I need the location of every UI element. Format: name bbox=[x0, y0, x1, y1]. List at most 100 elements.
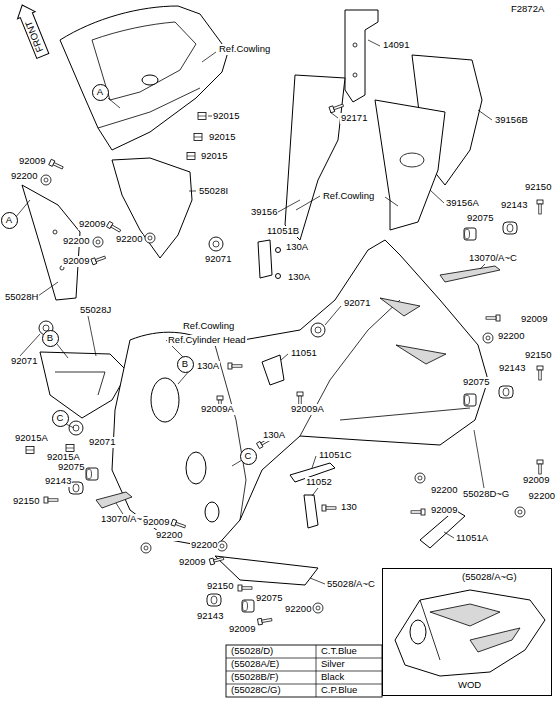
inset-fairing bbox=[395, 590, 545, 676]
callout-number: 92015A bbox=[14, 433, 49, 444]
callout-number: 130A bbox=[285, 242, 309, 253]
callout-number: 130A bbox=[196, 361, 220, 372]
reference-letter: C bbox=[57, 413, 64, 424]
callout-number: 92015 bbox=[208, 132, 236, 143]
callout-number: 55028D~G bbox=[462, 489, 510, 500]
callout-number: 92150 bbox=[12, 496, 40, 507]
table-cell: (55028A/E) bbox=[230, 659, 280, 670]
callout-number: 55028/A~C bbox=[326, 579, 376, 590]
callout-number: 92200 bbox=[62, 236, 90, 247]
decal bbox=[96, 492, 132, 508]
drawing-code: F2872A bbox=[510, 4, 545, 15]
reference-note: Ref.Cowling bbox=[218, 44, 271, 55]
callout-number: 55028H bbox=[4, 292, 39, 303]
callout-number: 39156 bbox=[250, 207, 278, 218]
callout-number: 11051C bbox=[318, 450, 353, 461]
reference-letter: B bbox=[182, 359, 188, 370]
fasteners bbox=[26, 102, 543, 625]
reference-letter: C bbox=[245, 451, 252, 462]
callout-number: 92009 bbox=[62, 256, 90, 267]
reference-letter: A bbox=[97, 87, 103, 98]
callout-number: 92009 bbox=[520, 314, 548, 325]
callout-number: 92075 bbox=[462, 377, 490, 388]
callout-number: 92071 bbox=[343, 298, 371, 309]
reference-circle: C bbox=[52, 410, 69, 427]
callout-number: 92150 bbox=[206, 581, 234, 592]
callout-number: 92075 bbox=[57, 462, 85, 473]
callout-number: 92075 bbox=[466, 213, 494, 224]
inset-box-outline bbox=[382, 568, 552, 696]
callout-number: 92009A bbox=[200, 404, 235, 415]
front-arrow: FRONT bbox=[13, 1, 51, 59]
leader-lines bbox=[15, 40, 492, 584]
callout-number: 92071 bbox=[10, 356, 38, 367]
callout-number: 92071 bbox=[88, 437, 116, 448]
reference-circle: C bbox=[240, 448, 257, 465]
callout-number: 92075 bbox=[255, 593, 283, 604]
lower-fairing bbox=[112, 240, 488, 548]
callout-number: 92009 bbox=[430, 505, 458, 516]
callout-number: 92200 bbox=[430, 485, 458, 496]
reference-circle: B bbox=[177, 356, 194, 373]
table-cell: C.P.Blue bbox=[320, 685, 358, 696]
callout-number: 92009 bbox=[78, 219, 106, 230]
callout-number: 39156A bbox=[445, 198, 480, 209]
callout-number: 92009 bbox=[228, 624, 256, 635]
callout-number: 92143 bbox=[500, 200, 528, 211]
callout-number: 55028J bbox=[79, 305, 112, 316]
callout-number: 11051 bbox=[290, 348, 318, 359]
reference-note: Ref.Cylinder Head bbox=[167, 335, 247, 346]
callout-number: 130 bbox=[340, 502, 358, 513]
reference-circle: A bbox=[1, 212, 18, 229]
side-piece bbox=[40, 352, 128, 418]
reference-note: Ref.Cowling bbox=[182, 321, 235, 332]
callout-number: 92200 bbox=[10, 171, 38, 182]
callout-number: 92009 bbox=[18, 156, 46, 167]
callout-number: 92009 bbox=[142, 517, 170, 528]
callout-number: 92143 bbox=[498, 363, 526, 374]
callout-number: 92200 bbox=[115, 234, 143, 245]
callout-number: 130A bbox=[287, 272, 311, 283]
callout-number: 92150 bbox=[524, 350, 552, 361]
variant-code: (55028/A~G) bbox=[462, 572, 517, 583]
callout-number: 92009 bbox=[178, 557, 206, 568]
table-cell: (55028B/F) bbox=[230, 672, 280, 683]
callout-number: 92200 bbox=[497, 331, 525, 342]
reference-letter: B bbox=[47, 333, 53, 344]
callout-number: 92143 bbox=[44, 476, 72, 487]
reference-letter: A bbox=[6, 215, 12, 226]
callout-number: 92143 bbox=[196, 611, 224, 622]
model-code: WOD bbox=[458, 680, 481, 691]
callout-number: 55028I bbox=[198, 186, 229, 197]
bracket bbox=[304, 495, 318, 528]
callout-number: 92200 bbox=[190, 540, 218, 551]
reference-note: Ref.Cowling bbox=[322, 191, 375, 202]
callout-number: 92009 bbox=[522, 475, 550, 486]
reference-circle: B bbox=[42, 330, 59, 347]
table-cell: Black bbox=[320, 672, 345, 683]
callout-number: 92200 bbox=[284, 604, 312, 615]
callout-number: 92015 bbox=[212, 111, 240, 122]
callout-number: 92071 bbox=[204, 254, 232, 265]
callout-number: 130A bbox=[262, 430, 286, 441]
callout-number: 92200 bbox=[155, 530, 183, 541]
callout-number: 92150 bbox=[524, 182, 552, 193]
color-table bbox=[226, 645, 382, 697]
callout-number: 92015 bbox=[200, 151, 228, 162]
reference-circle: A bbox=[92, 84, 109, 101]
callout-number: 92009A bbox=[290, 404, 325, 415]
table-cell: Silver bbox=[320, 659, 346, 670]
bracket bbox=[262, 355, 284, 385]
table-cell: (55028/D) bbox=[230, 646, 274, 657]
inset-box: (55028/A~G) WOD bbox=[382, 568, 552, 696]
callout-number: 92171 bbox=[340, 113, 368, 124]
table-cell: C.T.Blue bbox=[320, 646, 358, 657]
decal bbox=[440, 266, 500, 282]
upper-cowling bbox=[60, 6, 228, 150]
callout-number: 11052 bbox=[305, 477, 333, 488]
callout-number: 92200 bbox=[528, 491, 556, 502]
bracket bbox=[345, 10, 378, 102]
callout-number: 14091 bbox=[382, 40, 410, 51]
inner-cover bbox=[285, 75, 345, 240]
